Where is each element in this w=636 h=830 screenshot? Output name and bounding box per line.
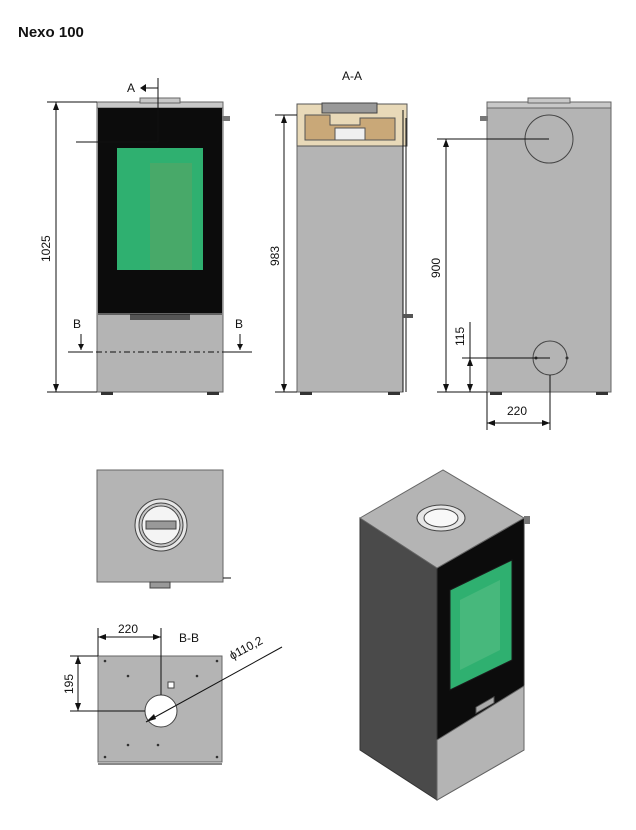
section-b-right-label: B — [235, 317, 243, 331]
base-hole-4 — [215, 755, 219, 759]
dim-115-arrow-bottom — [467, 384, 473, 392]
flue-collar — [139, 97, 181, 104]
rear-view: 900 115 220 — [429, 97, 612, 430]
rear-foot-right — [596, 392, 608, 395]
section-b-left-label: B — [73, 317, 81, 331]
base-hole-1 — [103, 659, 107, 663]
flue-section — [321, 102, 378, 114]
dim-115-label: 115 — [453, 327, 467, 346]
base-hole-8 — [126, 743, 130, 747]
base-hole-2 — [215, 659, 219, 663]
dim-195-arrow-top — [75, 656, 81, 664]
inlet-screw-right — [565, 356, 569, 360]
rear-side-knob — [480, 116, 488, 121]
section-handle — [403, 314, 413, 318]
iso-flue-inner — [423, 508, 459, 528]
front-view: A B B 1025 — [39, 78, 252, 395]
section-b-right-arrow — [237, 344, 243, 350]
top-flue-bracket — [145, 520, 177, 530]
dim-1025-arrow-top — [53, 102, 59, 110]
dim-bb220-arrow-right — [153, 634, 161, 640]
side-knob — [222, 116, 230, 121]
dim-115-arrow-top — [467, 358, 473, 366]
dim-220-arrow-right — [542, 420, 550, 426]
burn-chamber — [334, 127, 366, 141]
section-a-arrow — [140, 84, 146, 92]
ash-drawer-handle — [130, 314, 190, 320]
dim-bb220-arrow-left — [98, 634, 106, 640]
dim-983-arrow-top — [281, 115, 287, 123]
rear-flue-collar — [527, 97, 571, 104]
section-body — [296, 144, 404, 393]
top-view — [96, 469, 231, 589]
dim-900-arrow-bottom — [443, 384, 449, 392]
isometric-view — [359, 469, 530, 801]
iso-side-knob — [524, 516, 530, 524]
foot-left — [101, 392, 113, 395]
base-marker — [167, 681, 175, 689]
foot-right — [207, 392, 219, 395]
dim-195-label: 195 — [62, 674, 76, 694]
base-hole-5 — [126, 674, 130, 678]
dim-diameter-label: ϕ110,2 — [227, 633, 266, 662]
dim-220-label: 220 — [507, 404, 527, 418]
dim-983-label: 983 — [268, 246, 282, 266]
dim-900-arrow-top — [443, 139, 449, 147]
dim-diameter-leader — [145, 646, 283, 723]
section-aa-view: A-A 983 — [268, 69, 413, 395]
dim-diameter-arrow — [146, 714, 156, 722]
section-b-left-arrow — [78, 344, 84, 350]
dim-1025-label: 1025 — [39, 235, 53, 262]
top-handle — [149, 581, 171, 589]
base-hole-6 — [195, 674, 199, 678]
base-hole-7 — [156, 743, 160, 747]
dim-983-arrow-bottom — [281, 384, 287, 392]
dim-900-label: 900 — [429, 258, 443, 278]
rear-foot-left — [490, 392, 502, 395]
base-hole-3 — [103, 755, 107, 759]
section-a-label: A — [127, 81, 135, 95]
dim-bb220-label: 220 — [118, 622, 138, 636]
iso-glass-reflection — [460, 580, 500, 670]
iso-handle — [475, 696, 495, 714]
section-bb-label: B-B — [179, 631, 199, 645]
dim-1025-arrow-bottom — [53, 384, 59, 392]
dim-195-arrow-bottom — [75, 703, 81, 711]
base-air-inlet — [144, 694, 178, 728]
section-foot-left — [300, 392, 312, 395]
section-bb-view: B-B 220 195 ϕ110,2 — [62, 622, 283, 765]
iso-lower-panel — [436, 685, 525, 801]
section-aa-label: A-A — [342, 69, 362, 83]
drawing-title: Nexo 100 — [18, 24, 84, 41]
section-foot-right — [388, 392, 400, 395]
dim-220-arrow-left — [487, 420, 495, 426]
glass-reflection — [150, 163, 192, 270]
